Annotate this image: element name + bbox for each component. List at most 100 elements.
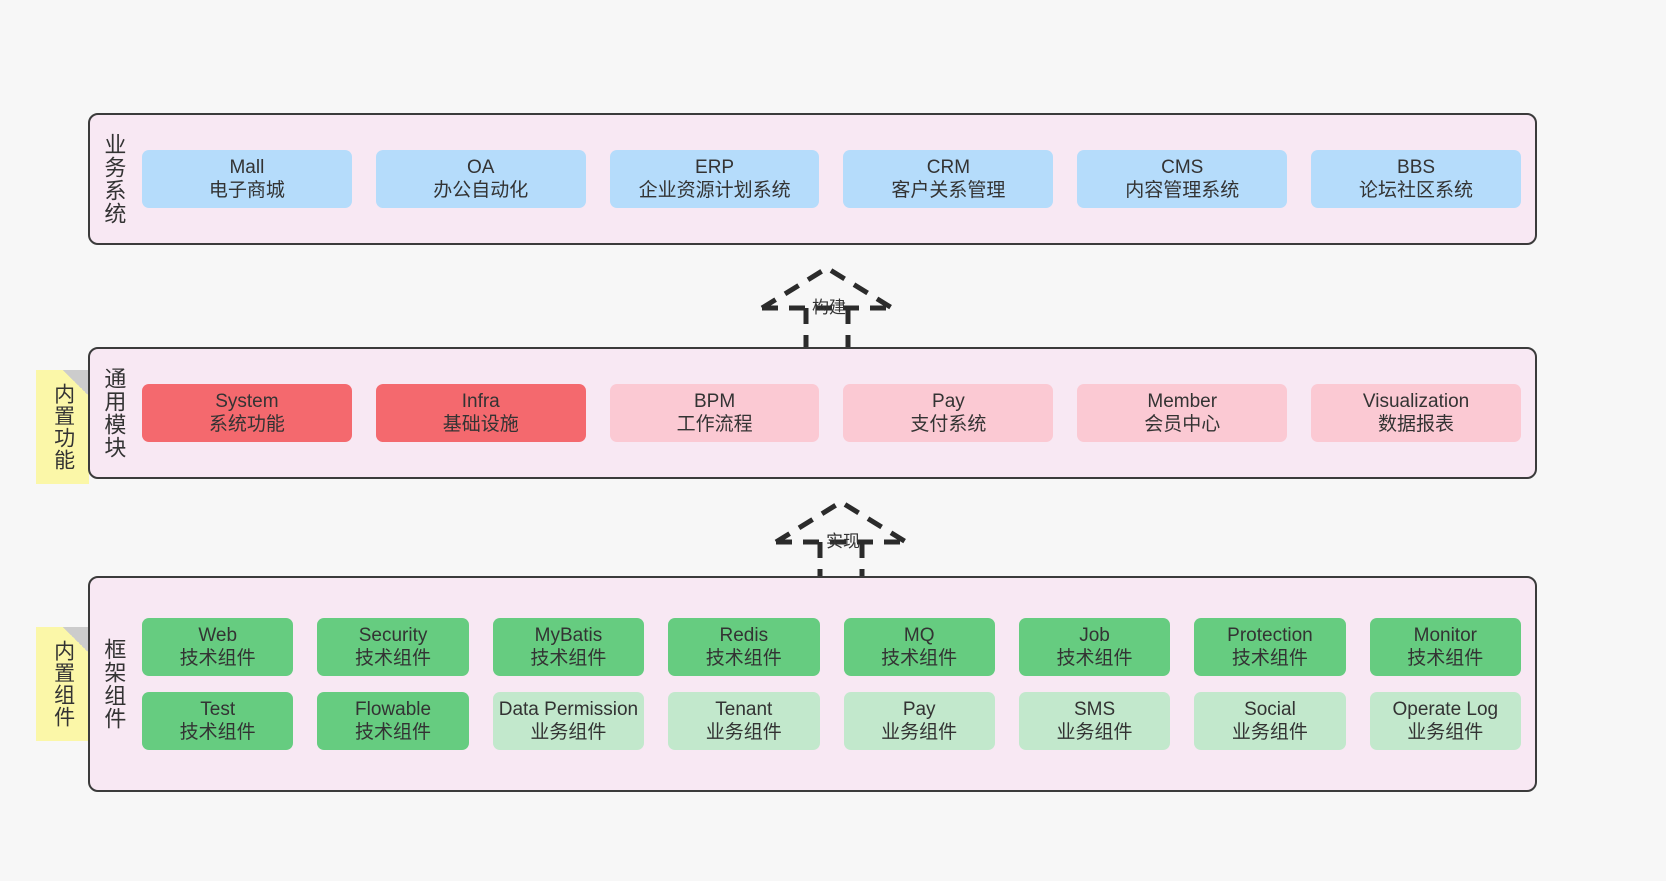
card-tenant[interactable]: Tenant 业务组件	[668, 692, 820, 751]
card-title-en: BPM	[693, 390, 736, 412]
card-title-cn: 技术组件	[355, 722, 432, 744]
card-title-cn: 基础设施	[442, 414, 519, 435]
card-pay[interactable]: Pay 支付系统	[843, 383, 1054, 443]
card-title-cn: 技术组件	[1056, 647, 1133, 669]
layer-framework-component: 框架组件 Web 技术组件 Security 技术组件 MyBatis 技术组件…	[88, 576, 1537, 792]
card-title-cn: 支付系统	[910, 414, 987, 435]
card-title-en: ERP	[695, 156, 735, 178]
card-title-en: Pay	[902, 699, 936, 720]
connector-build-arrow	[760, 265, 894, 350]
card-row-technical: Web 技术组件 Security 技术组件 MyBatis 技术组件 Redi…	[142, 617, 1521, 676]
page-fold-icon	[63, 370, 89, 396]
card-crm[interactable]: CRM 客户关系管理	[843, 149, 1054, 209]
card-title-en: CRM	[926, 156, 971, 178]
card-data-permission[interactable]: Data Permission 业务组件	[492, 692, 645, 751]
card-title-en: Mall	[229, 156, 265, 178]
card-row: Mall 电子商城 OA 办公自动化 ERP 企业资源计划系统 CRM 客户关系…	[142, 149, 1521, 209]
card-title-cn: 技术组件	[1407, 647, 1484, 669]
sticky-note-label: 内置功能	[51, 383, 75, 471]
card-mall[interactable]: Mall 电子商城	[142, 149, 352, 209]
card-title-en: Tenant	[715, 699, 773, 720]
card-title-en: CMS	[1161, 156, 1204, 178]
card-title-en: MQ	[903, 624, 935, 646]
card-title-cn: 客户关系管理	[891, 180, 1006, 201]
card-infra[interactable]: Infra 基础设施	[375, 383, 586, 443]
layer-business-system: 业务系统 Mall 电子商城 OA 办公自动化 ERP 企业资源计划系统 CRM…	[88, 113, 1537, 245]
card-title-cn: 业务组件	[1231, 722, 1308, 744]
card-member[interactable]: Member 会员中心	[1077, 383, 1288, 443]
card-title-cn: 会员中心	[1144, 414, 1221, 435]
card-mybatis[interactable]: MyBatis 技术组件	[492, 617, 645, 676]
layer-common-module: 通用模块 System 系统功能 Infra 基础设施 BPM 工作流程 Pay…	[88, 347, 1537, 479]
card-title-cn: 技术组件	[179, 647, 256, 669]
card-title-en: Infra	[461, 390, 500, 412]
connector-build-label: 构建	[812, 298, 846, 317]
card-title-en: Test	[200, 699, 236, 720]
card-title-en: Flowable	[355, 699, 432, 720]
card-title-en: Web	[198, 624, 238, 646]
card-title-cn: 技术组件	[355, 647, 432, 669]
card-title-en: Social	[1244, 699, 1296, 720]
sticky-note-builtin-features: 内置功能	[36, 370, 89, 484]
card-title-en: System	[215, 390, 279, 412]
card-web[interactable]: Web 技术组件	[142, 617, 294, 676]
layer-business-system-body: Mall 电子商城 OA 办公自动化 ERP 企业资源计划系统 CRM 客户关系…	[136, 115, 1535, 243]
card-sms[interactable]: SMS 业务组件	[1018, 692, 1171, 751]
card-title-cn: 论坛社区系统	[1359, 180, 1474, 201]
card-title-en: MyBatis	[534, 624, 603, 646]
card-title-cn: 工作流程	[676, 414, 753, 435]
card-bbs[interactable]: BBS 论坛社区系统	[1311, 149, 1521, 209]
layer-common-module-title: 通用模块	[101, 367, 127, 459]
card-title-cn: 企业资源计划系统	[638, 180, 791, 201]
card-test[interactable]: Test 技术组件	[142, 692, 294, 751]
card-title-cn: 数据报表	[1378, 414, 1455, 435]
card-title-cn: 技术组件	[179, 722, 256, 744]
card-operate-log[interactable]: Operate Log 业务组件	[1369, 692, 1521, 751]
card-title-cn: 技术组件	[530, 647, 607, 669]
card-title-cn: 技术组件	[705, 647, 782, 669]
card-title-en: Member	[1147, 390, 1218, 412]
card-job[interactable]: Job 技术组件	[1018, 617, 1171, 676]
card-bpm[interactable]: BPM 工作流程	[609, 383, 820, 443]
card-row-business: Test 技术组件 Flowable 技术组件 Data Permission …	[142, 692, 1521, 751]
card-pay-component[interactable]: Pay 业务组件	[843, 692, 995, 751]
card-title-cn: 技术组件	[881, 647, 958, 669]
layer-framework-component-body: Web 技术组件 Security 技术组件 MyBatis 技术组件 Redi…	[136, 578, 1535, 790]
card-title-en: Protection	[1227, 624, 1313, 646]
card-title-cn: 内容管理系统	[1125, 180, 1240, 201]
connector-implement-label: 实现	[826, 532, 860, 551]
card-title-en: Job	[1079, 624, 1110, 646]
card-title-cn: 办公自动化	[433, 180, 529, 201]
card-social[interactable]: Social 业务组件	[1194, 692, 1346, 751]
card-visualization[interactable]: Visualization 数据报表	[1311, 383, 1521, 443]
card-flowable[interactable]: Flowable 技术组件	[317, 692, 469, 751]
card-oa[interactable]: OA 办公自动化	[375, 149, 586, 209]
card-security[interactable]: Security 技术组件	[317, 617, 469, 676]
card-title-cn: 业务组件	[881, 722, 958, 744]
card-protection[interactable]: Protection 技术组件	[1194, 617, 1346, 676]
card-mq[interactable]: MQ 技术组件	[843, 617, 995, 676]
card-row: System 系统功能 Infra 基础设施 BPM 工作流程 Pay 支付系统…	[142, 383, 1521, 443]
card-system[interactable]: System 系统功能	[142, 383, 352, 443]
card-cms[interactable]: CMS 内容管理系统	[1077, 149, 1288, 209]
card-title-en: BBS	[1397, 156, 1436, 178]
card-title-cn: 技术组件	[1231, 647, 1308, 669]
layer-business-system-title: 业务系统	[101, 133, 127, 225]
card-monitor[interactable]: Monitor 技术组件	[1369, 617, 1521, 676]
card-title-cn: 系统功能	[208, 414, 285, 435]
card-title-en: Operate Log	[1392, 699, 1499, 720]
card-title-cn: 业务组件	[530, 722, 607, 744]
card-title-en: Redis	[719, 624, 769, 646]
card-title-cn: 业务组件	[705, 722, 782, 744]
card-redis[interactable]: Redis 技术组件	[668, 617, 820, 676]
card-title-en: SMS	[1073, 699, 1116, 720]
card-title-cn: 电子商城	[208, 180, 285, 201]
card-title-en: Data Permission	[498, 699, 639, 720]
layer-common-module-body: System 系统功能 Infra 基础设施 BPM 工作流程 Pay 支付系统…	[136, 349, 1535, 477]
card-erp[interactable]: ERP 企业资源计划系统	[609, 149, 820, 209]
sticky-note-label: 内置组件	[51, 640, 75, 728]
card-title-en: Monitor	[1413, 624, 1477, 646]
sticky-note-builtin-components: 内置组件	[36, 627, 89, 741]
layer-framework-component-title: 框架组件	[101, 638, 127, 730]
